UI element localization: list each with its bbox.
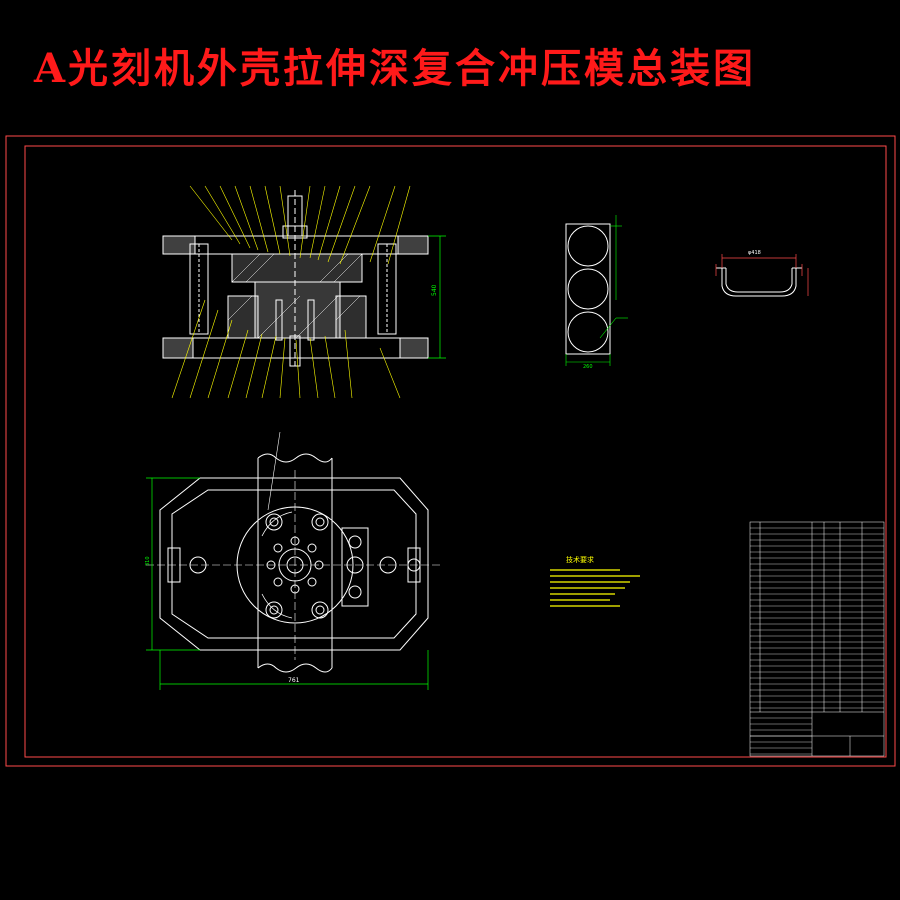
tech-req-heading: 技术要求 xyxy=(566,555,594,564)
plan-dimensions xyxy=(146,477,429,690)
part-drawing xyxy=(716,267,802,297)
part-diameter-label: φ418 xyxy=(748,250,761,256)
overall-width-label: 761 xyxy=(288,677,300,684)
parts-list-table xyxy=(749,521,885,757)
section-view xyxy=(162,190,429,367)
section-height-label: 540 xyxy=(431,284,438,296)
plan-view xyxy=(146,453,440,673)
technical-requirements: 技术要求 xyxy=(550,555,640,607)
parts-list-rows xyxy=(750,527,884,755)
strip-dimensions xyxy=(565,215,628,366)
plan-height-label: 310 xyxy=(145,556,151,566)
strip-width-label: 260 xyxy=(583,364,593,370)
strip-layout xyxy=(565,223,611,355)
part-dimensions xyxy=(715,254,809,296)
sheet-border xyxy=(5,135,896,767)
plan-leader xyxy=(267,431,281,511)
section-leader-lines xyxy=(171,185,411,399)
section-height-dimension xyxy=(428,235,446,359)
drawing-title: A光刻机外壳拉伸深复合冲压模总装图 xyxy=(34,45,757,92)
